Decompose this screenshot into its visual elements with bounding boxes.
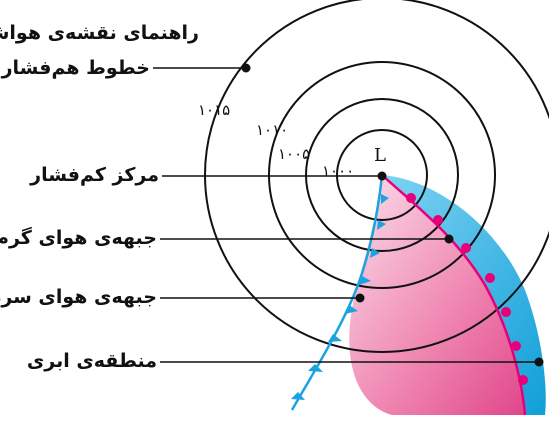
isobar-value-1015: ۱۰۱۵ xyxy=(198,101,231,119)
low-pressure-symbol: L xyxy=(374,145,386,166)
isobar-1005 xyxy=(305,98,459,252)
warm-front-label: جبهه‌ی هوای گرم xyxy=(0,227,157,249)
low-center-label: مرکز کم‌فشار xyxy=(30,164,159,186)
isobar-1000 xyxy=(336,129,428,221)
isobars-label: خطوط هم‌فشار xyxy=(1,57,150,79)
cold-front-symbols xyxy=(291,194,389,400)
isobar-1010 xyxy=(268,61,496,289)
cold-front-line xyxy=(290,174,384,411)
map-legend-title: راهنمای نقشه‌ی هواشناسی xyxy=(0,22,199,44)
cloud-zone-label: منطقه‌ی ابری xyxy=(26,350,157,372)
leader-lines xyxy=(153,67,539,363)
isobar-1015 xyxy=(204,0,549,353)
cold-front-label: جبهه‌ی هوای سرد xyxy=(0,286,157,308)
isobar-value-1000: ۱۰۰۰ xyxy=(322,162,355,180)
isobar-value-1010: ۱۰۱۰ xyxy=(256,121,289,139)
cloud-zone-inner xyxy=(349,175,525,415)
warm-front-symbols xyxy=(406,193,528,385)
isobars xyxy=(204,0,549,353)
leader-dots xyxy=(241,63,544,367)
isobar-value-1005: ۱۰۰۵ xyxy=(278,145,311,163)
